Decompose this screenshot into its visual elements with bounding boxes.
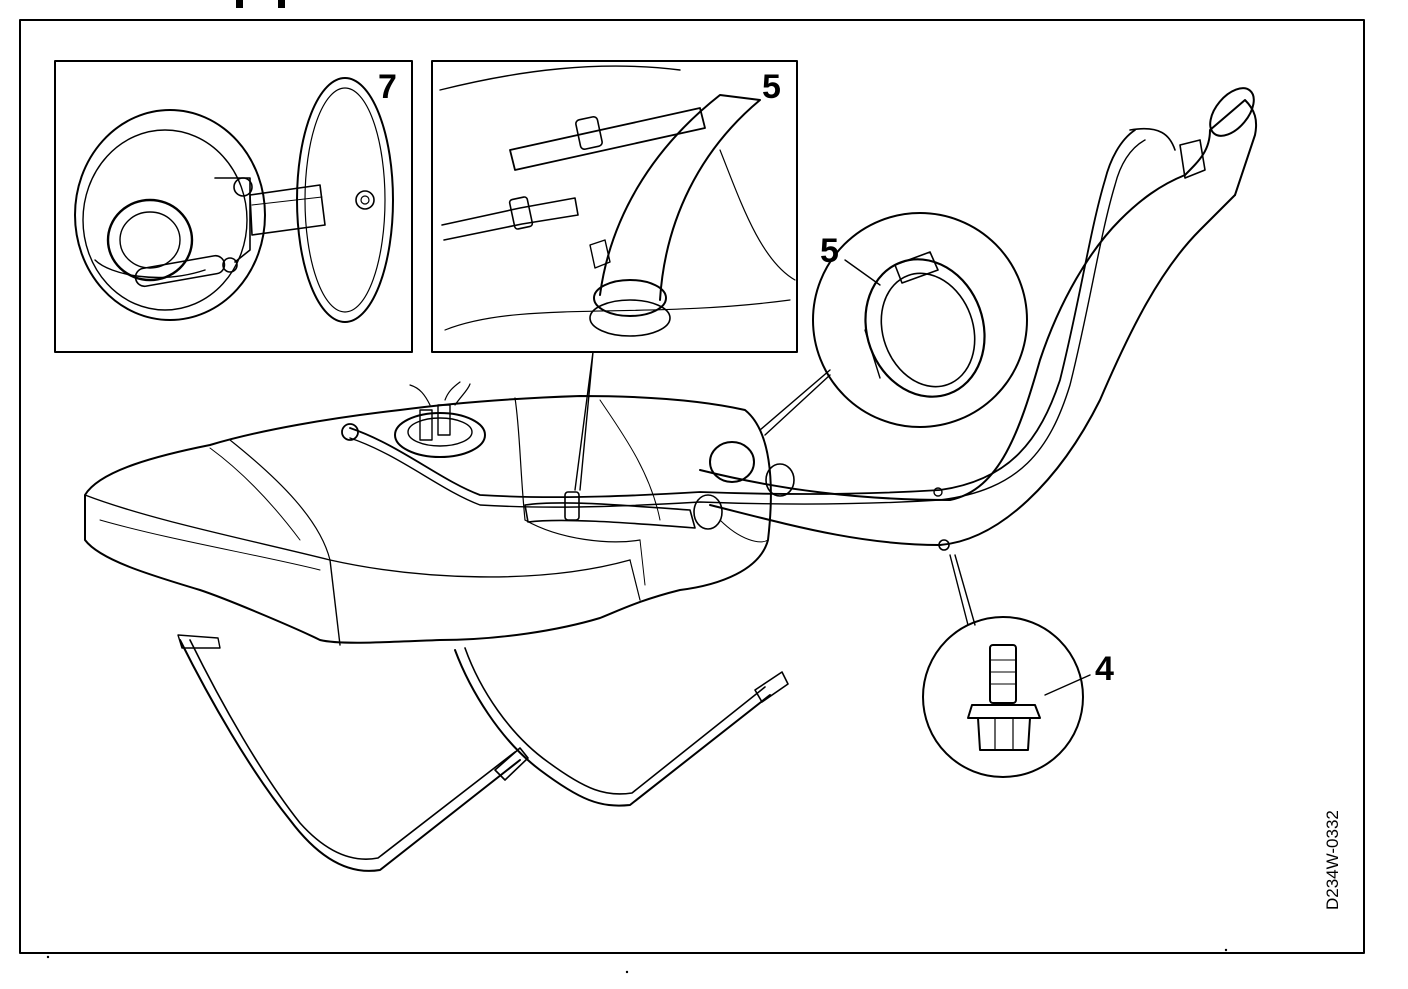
- inset-fuel-flap-frame: [54, 60, 413, 353]
- fuel-flap-lid-drawing: [296, 77, 394, 323]
- figure-frame: [19, 19, 1365, 954]
- callout-label-7: 7: [378, 68, 397, 106]
- bolt-detail-circle: [922, 616, 1084, 778]
- cutoff-mark: [278, 0, 285, 8]
- callout-label-5-inset: 5: [762, 68, 781, 106]
- vent-hose-drawing: [439, 65, 706, 241]
- leader-line-inset-5: [574, 351, 594, 491]
- inset-hose-connection: 5: [431, 60, 798, 353]
- bolt-drawing: [967, 644, 1041, 751]
- leader-line-bolt-callout: [1044, 674, 1091, 696]
- leader-line-bolt: [949, 554, 976, 626]
- callout-label-5-clamp: 5: [820, 232, 839, 270]
- speck: [625, 970, 629, 974]
- fuel-tank-drawing: [84, 395, 772, 646]
- tank-strap-front-drawing: [177, 634, 529, 872]
- cutoff-mark: [236, 0, 243, 8]
- leader-line-clamp-to-pipe: [759, 369, 831, 436]
- fuel-flap-hinge-drawing: [249, 184, 326, 236]
- hose-clamp-detail: 5: [759, 212, 1028, 436]
- callout-label-4: 4: [1095, 650, 1114, 688]
- leader-line-clamp-callout: [844, 259, 881, 286]
- speck: [1224, 948, 1228, 952]
- speck: [46, 955, 50, 959]
- tank-strap-rear-drawing: [454, 647, 789, 807]
- drawing-code: D234W-0332: [1323, 810, 1342, 910]
- hose-clamp-detail-circle: [812, 212, 1028, 428]
- filler-pipe-inset-drawing: [444, 94, 796, 337]
- fuel-pump-sender-drawing: [394, 381, 486, 458]
- bolt-mount-point: [938, 539, 950, 551]
- vent-hose-main-drawing: [341, 129, 1146, 530]
- hose-clamp-drawing: [864, 251, 986, 398]
- inset-fuel-flap: 7: [54, 60, 413, 353]
- bolt-detail: 4: [922, 554, 1114, 778]
- filler-neck-recess-drawing: [74, 109, 266, 321]
- inset-hose-connection-frame: [431, 60, 798, 353]
